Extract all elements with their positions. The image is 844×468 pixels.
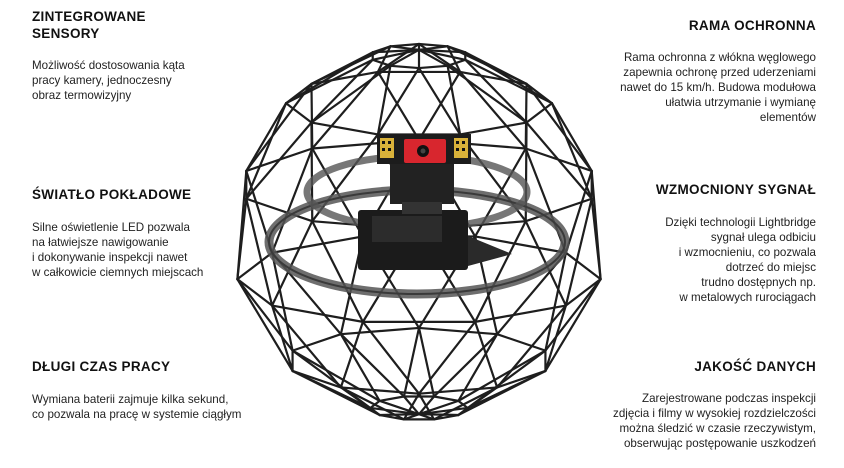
- feature-flight-time-description: Wymiana baterii zajmuje kilka sekund, co…: [32, 393, 242, 421]
- feature-frame-title: RAMA OCHRONNA: [688, 18, 816, 33]
- feature-light: ŚWIATŁO POKŁADOWE Silne oświetlenie LED …: [32, 186, 232, 280]
- feature-data-quality-title: JAKOŚĆ DANYCH: [694, 359, 816, 374]
- feature-flight-time-title: DŁUGI CZAS PRACY: [32, 359, 171, 374]
- feature-frame-description: Rama ochronna z włókna węglowego zapewni…: [620, 51, 816, 124]
- feature-light-description: Silne oświetlenie LED pozwala na łatwiej…: [32, 221, 204, 279]
- feature-flight-time: DŁUGI CZAS PRACY Wymiana baterii zajmuje…: [32, 358, 282, 422]
- feature-sensors-description: Możliwość dostosowania kąta pracy kamery…: [32, 59, 185, 102]
- feature-signal-title: WZMOCNIONY SYGNAŁ: [655, 182, 816, 197]
- feature-light-title: ŚWIATŁO POKŁADOWE: [32, 187, 192, 202]
- feature-sensors: ZINTEGROWANE SENSORY Możliwość dostosowa…: [32, 8, 222, 103]
- drone-illustration: [236, 42, 602, 421]
- drone-body: [358, 160, 512, 270]
- feature-data-quality-description: Zarejestrowane podczas inspekcji zdjęcia…: [613, 392, 816, 450]
- feature-sensors-title: ZINTEGROWANE SENSORY: [32, 9, 146, 41]
- feature-signal: WZMOCNIONY SYGNAŁ Dzięki technologii Lig…: [596, 181, 816, 305]
- camera-module: [377, 134, 471, 164]
- feature-frame: RAMA OCHRONNA Rama ochronna z włókna węg…: [576, 17, 816, 125]
- feature-data-quality: JAKOŚĆ DANYCH Zarejestrowane podczas ins…: [556, 358, 816, 451]
- feature-signal-description: Dzięki technologii Lightbridge sygnał ul…: [665, 216, 816, 304]
